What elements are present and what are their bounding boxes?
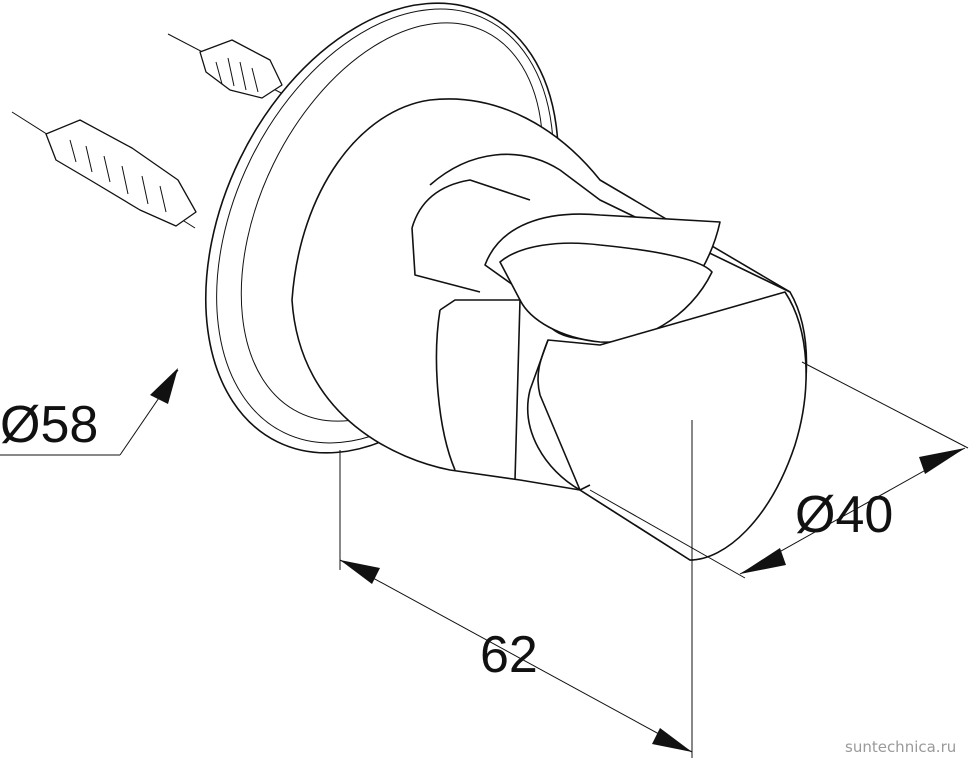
holder-diameter-label: Ø40	[795, 486, 893, 544]
arrow-depth-right	[652, 728, 692, 752]
wall-anchor-upper	[167, 33, 286, 99]
dimension-flange: Ø58	[0, 368, 179, 456]
dimension-depth: 62	[339, 420, 693, 758]
arrow-holder-right	[919, 448, 965, 474]
arrow-depth-left	[340, 560, 380, 584]
holder-body	[291, 98, 808, 561]
arrow-flange	[150, 368, 178, 404]
watermark-text: suntechnica.ru	[845, 738, 956, 756]
wall-anchor-lower	[11, 111, 197, 229]
flange-diameter-label: Ø58	[0, 396, 98, 454]
arrow-holder-left	[740, 548, 786, 574]
dimension-holder: Ø40	[589, 361, 969, 579]
depth-label: 62	[480, 626, 538, 684]
